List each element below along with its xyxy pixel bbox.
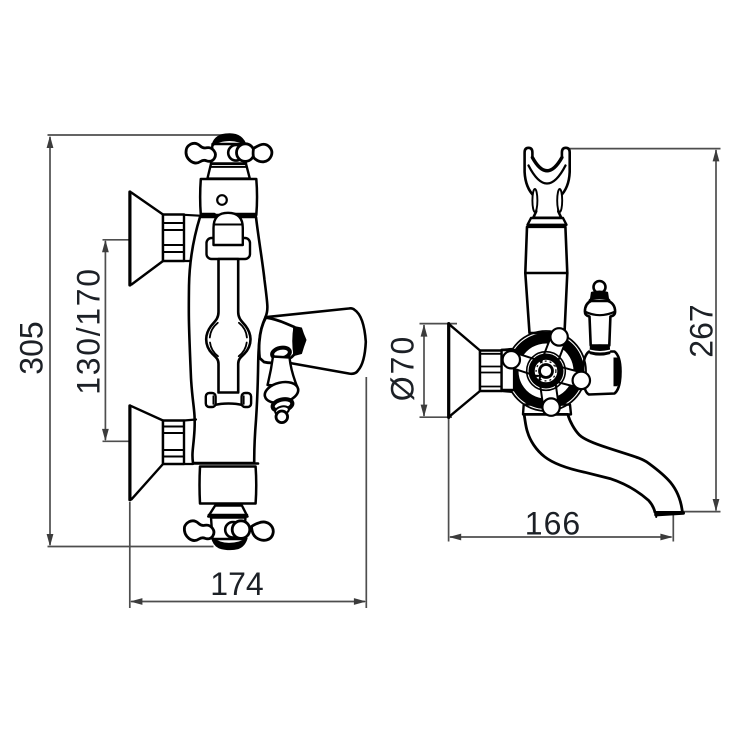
svg-text:130/170: 130/170 xyxy=(71,267,107,395)
svg-text:305: 305 xyxy=(14,321,50,374)
svg-text:267: 267 xyxy=(684,304,720,357)
svg-text:174: 174 xyxy=(210,566,263,602)
svg-text:166: 166 xyxy=(525,506,581,542)
svg-text:Ø70: Ø70 xyxy=(385,335,421,401)
